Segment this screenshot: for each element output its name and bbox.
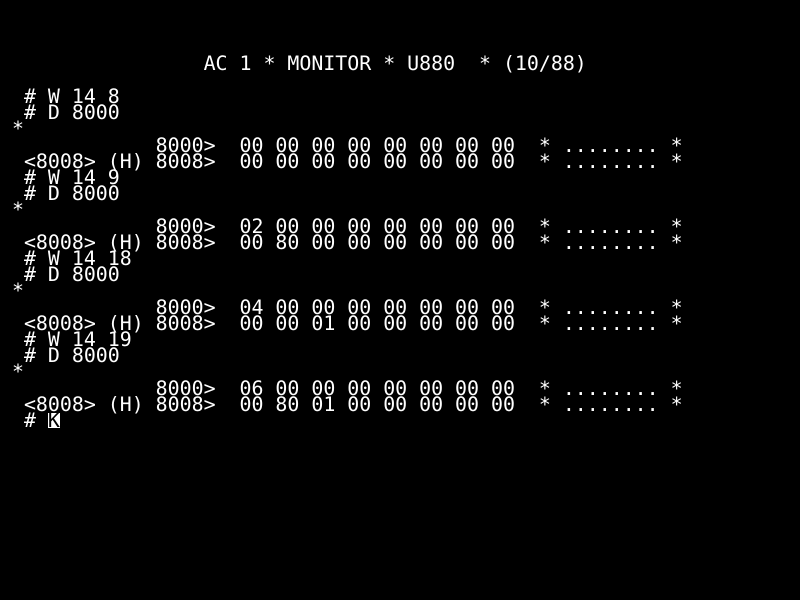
terminal-line: # D 8000 (0, 344, 120, 368)
terminal-line: * (0, 360, 24, 384)
monitor-title: AC 1 * MONITOR * U880 * (10/88) (0, 52, 587, 75)
terminal-line: # D 8000 (0, 263, 120, 287)
terminal-line: 8000> 02 00 00 00 00 00 00 00 * ........… (0, 214, 683, 238)
terminal-line: * (0, 279, 24, 303)
text-cursor[interactable]: K (47, 409, 60, 432)
terminal-line: 8000> 06 00 00 00 00 00 00 00 * ........… (0, 376, 683, 400)
terminal-line: # W 14 9 (0, 166, 120, 189)
terminal-line: * (0, 117, 24, 141)
prompt-symbol: # (0, 409, 48, 432)
terminal-line: # D 8000 (0, 101, 120, 125)
command-prompt-line[interactable]: # K (0, 409, 60, 432)
terminal-line: # W 14 18 (0, 247, 132, 270)
terminal-line: 8000> 04 00 00 00 00 00 00 00 * ........… (0, 295, 683, 319)
terminal-line: 8000> 00 00 00 00 00 00 00 00 * ........… (0, 133, 683, 157)
terminal-line: <8008> (H) 8008> 00 00 01 00 00 00 00 00… (0, 311, 683, 335)
terminal-line: # D 8000 (0, 182, 120, 206)
terminal-line: # W 14 8 (0, 85, 120, 108)
terminal-line: <8008> (H) 8008> 00 80 00 00 00 00 00 00… (0, 230, 683, 254)
terminal-line: <8008> (H) 8008> 00 00 00 00 00 00 00 00… (0, 149, 683, 173)
terminal-line: # W 14 19 (0, 328, 132, 351)
terminal-line: * (0, 198, 24, 222)
terminal-line: <8008> (H) 8008> 00 80 01 00 00 00 00 00… (0, 392, 683, 416)
